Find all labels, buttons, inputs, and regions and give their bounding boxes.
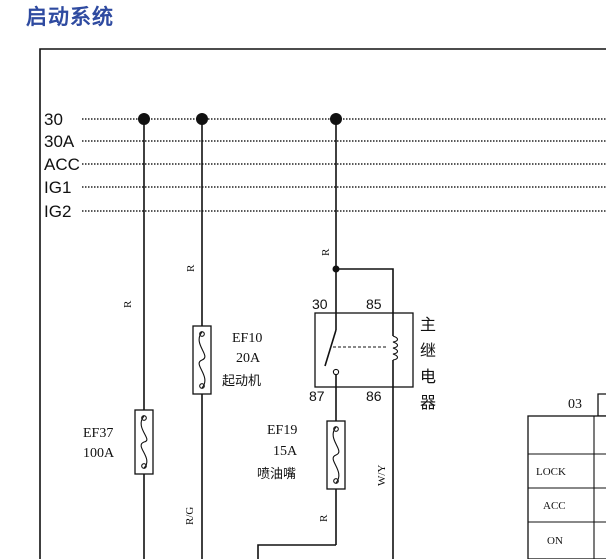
- switch-position-acc: ACC: [543, 500, 566, 512]
- wire-color-label: R: [318, 514, 330, 522]
- relay-name-char: 器: [420, 393, 436, 412]
- relay-pin-85: 85: [366, 296, 382, 312]
- bus-label-ig2: IG2: [44, 202, 71, 221]
- relay-name-char: 电: [420, 367, 436, 386]
- bus-label-ig1: IG1: [44, 178, 71, 197]
- wire-color-label: W/Y: [376, 465, 388, 486]
- wire-color-label: R/G: [184, 507, 196, 525]
- fuse-ef19-desc: 喷油嘴: [257, 467, 296, 482]
- relay-pin-86: 86: [366, 388, 382, 404]
- fuse-ef19-name: EF19: [267, 423, 297, 438]
- wire-color-label: R: [122, 300, 134, 308]
- fuse-ef37-name: EF37: [83, 426, 113, 441]
- relay-name-char: 继: [420, 341, 436, 360]
- bus-label-30a: 30A: [44, 132, 75, 151]
- wire-color-label: R: [320, 248, 332, 256]
- bus-labels: 30 30A ACC IG1 IG2: [44, 110, 80, 221]
- fuse-ef10-desc: 起动机: [222, 374, 261, 389]
- switch-position-lock: LOCK: [536, 466, 566, 478]
- switch-position-on: ON: [547, 535, 563, 547]
- bus-label-acc: ACC: [44, 155, 80, 174]
- page-title: 启动系统: [26, 5, 114, 29]
- power-bus: [82, 118, 606, 212]
- fuse-ef10-name: EF10: [232, 331, 262, 346]
- fuse-ef19-rating: 15A: [273, 444, 298, 459]
- branch-ef37: R EF37 100A: [83, 119, 154, 559]
- ignition-switch: 03 LOCK ACC ON: [527, 393, 606, 559]
- relay-name-char: 主: [420, 315, 436, 334]
- fuse-ef37-rating: 100A: [83, 446, 115, 461]
- fuse-ef10-rating: 20A: [236, 351, 261, 366]
- switch-connector-label: 03: [568, 397, 582, 412]
- bus-label-30: 30: [44, 110, 63, 129]
- branch-main-relay: R 30 85 87 86 主 继 电 器 EF19 15A 喷油嘴 R W/Y: [257, 119, 436, 559]
- relay-pin-30: 30: [312, 296, 328, 312]
- diagram-frame: [39, 48, 606, 559]
- relay-pin-87: 87: [309, 388, 325, 404]
- branch-ef10: R R/G EF10 20A 起动机: [184, 119, 262, 559]
- wire-color-label: R: [185, 264, 197, 272]
